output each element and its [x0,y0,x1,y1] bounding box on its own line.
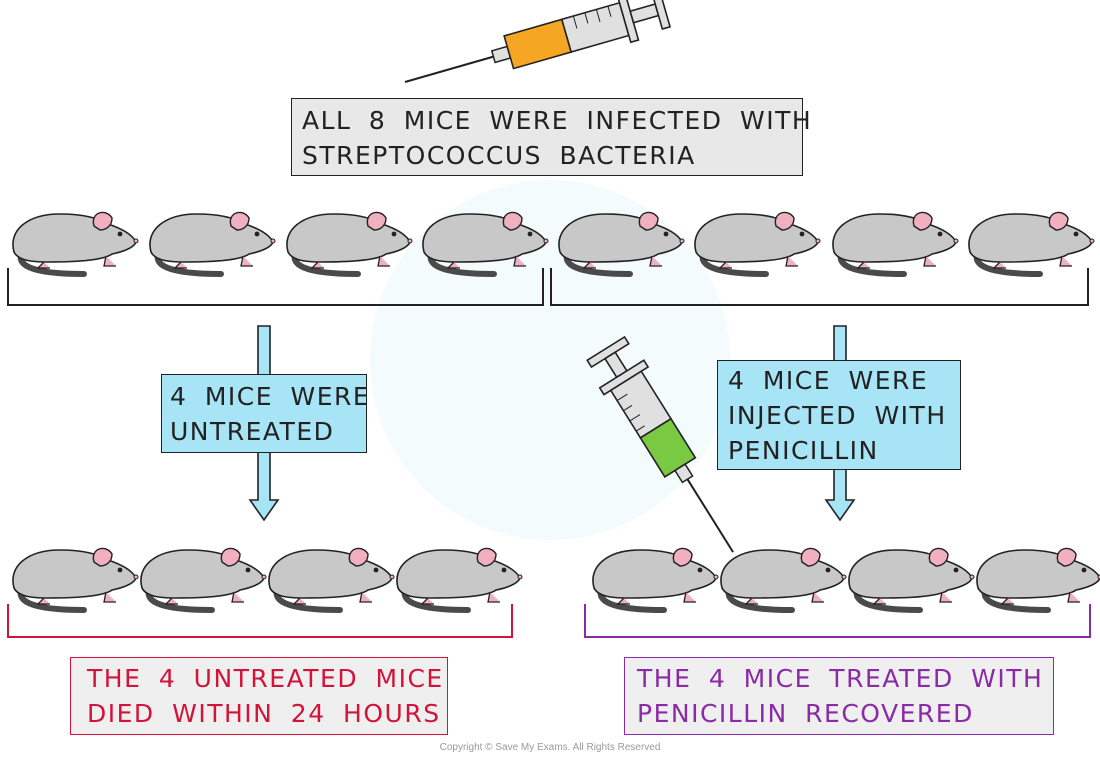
mice-row-treated [593,548,1100,610]
bracket-right-group [550,268,1089,306]
treated-result-line1: THE 4 MICE TREATED WITH [637,664,1044,693]
mouse-icon [969,212,1094,274]
penicillin-label-box: 4 MICE WERE INJECTED WITH PENICILLIN [717,360,961,470]
infection-statement-line1: ALL 8 MICE WERE INFECTED WITH [302,106,813,135]
mouse-icon [269,548,394,610]
treated-result-box: THE 4 MICE TREATED WITH PENICILLIN RECOV… [624,657,1054,735]
mouse-icon [593,548,718,610]
mouse-icon [833,212,958,274]
mouse-icon [721,548,846,610]
untreated-label-line1: 4 MICE WERE [170,382,371,411]
bracket-treated [584,604,1091,638]
untreated-result-box: THE 4 UNTREATED MICE DIED WITHIN 24 HOUR… [70,657,448,735]
penicillin-label-line3: PENICILLIN [728,436,879,465]
syringe-icon [586,335,734,553]
mouse-icon [141,548,266,610]
untreated-result-line2: DIED WITHIN 24 HOURS [87,699,441,728]
copyright-notice: Copyright © Save My Exams. All Rights Re… [439,742,661,753]
mice-row-untreated [13,548,522,610]
infection-statement-line2: STREPTOCOCCUS BACTERIA [302,141,696,170]
mouse-icon [13,212,138,274]
mouse-icon [150,212,275,274]
treated-result-line2: PENICILLIN RECOVERED [637,699,974,728]
mouse-icon [13,548,138,610]
mouse-icon [849,548,974,610]
infection-statement-box: ALL 8 MICE WERE INFECTED WITH STREPTOCOC… [291,98,813,176]
bracket-left-group [7,268,544,306]
untreated-result-line1: THE 4 UNTREATED MICE [87,664,444,693]
penicillin-label-line1: 4 MICE WERE [728,366,929,395]
mouse-icon [695,212,820,274]
syringe-icon [404,0,672,83]
untreated-label-line2: UNTREATED [170,417,335,446]
penicillin-label-line2: INJECTED WITH [728,401,947,430]
mouse-icon [287,212,412,274]
mouse-icon [397,548,522,610]
bracket-untreated [7,604,513,638]
mouse-icon [977,548,1100,610]
untreated-label-box: 4 MICE WERE UNTREATED [161,374,371,453]
